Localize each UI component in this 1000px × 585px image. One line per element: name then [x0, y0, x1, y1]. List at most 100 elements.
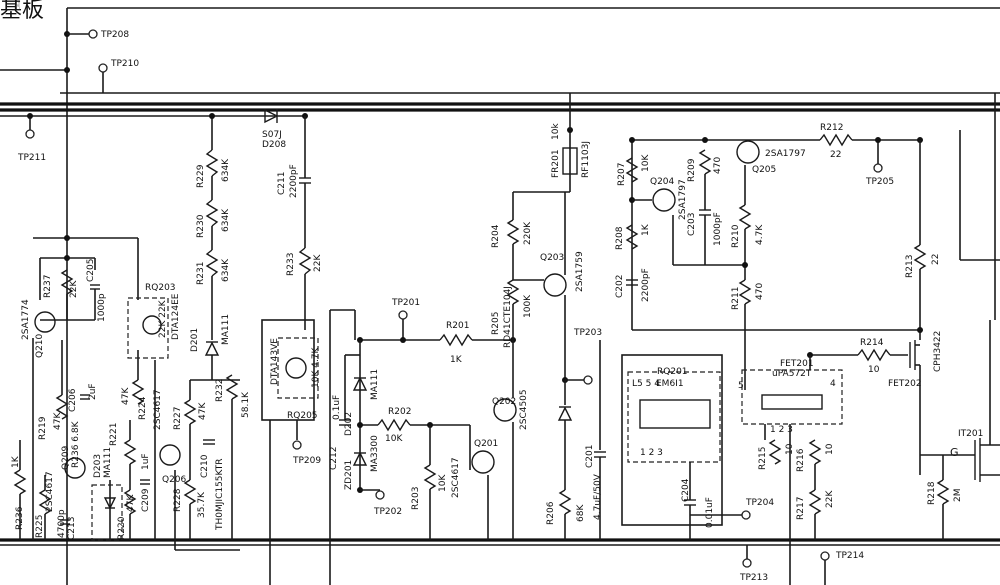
rq203-values: 22K 22K [158, 299, 168, 338]
c209-value: 1uF [141, 453, 151, 470]
tp214-point [820, 551, 830, 561]
r204-value: 220K [523, 221, 533, 245]
c210-label: C210 [200, 454, 210, 478]
fet201-type: uPA572T [772, 369, 812, 379]
r228-label: R228 [173, 488, 183, 512]
r218-value: 2M [953, 489, 963, 503]
zd202-type: MA111 [221, 314, 231, 345]
r219-value: 47K [53, 412, 63, 430]
c211-value: 2200pF [289, 164, 299, 198]
r206-value: 68K [576, 504, 586, 522]
q210-type: 2SA1774 [21, 299, 31, 340]
right-center-section: R207 10K Q204 2SA1797 R208 1K C202 2200p… [615, 123, 923, 540]
r231-value: 634K [221, 258, 231, 282]
q205-label: Q205 [752, 165, 776, 175]
r202-label: R202 [388, 407, 411, 417]
q203-label: Q203 [540, 253, 564, 263]
fet201-box [741, 369, 843, 425]
r220-label: R220 [117, 516, 127, 540]
d208-label: D208 [262, 140, 286, 150]
tp202-point [375, 490, 385, 500]
r214-value: 10 [868, 365, 880, 375]
r217-label: R217 [796, 497, 806, 520]
r214-label: R214 [860, 338, 884, 348]
c206-label: C206 [68, 388, 78, 412]
fet201-label: FET201 [780, 359, 814, 369]
r231-label: R231 [196, 262, 206, 285]
it201-gate: G [950, 446, 959, 459]
c203-label: C203 [687, 213, 697, 236]
zd202-label: D201 [190, 328, 200, 352]
tp201-point [398, 310, 408, 320]
c213-value: 4700p [57, 509, 67, 538]
r208-label: R208 [615, 226, 625, 250]
q209-type: 2SC4617 [45, 471, 55, 512]
tp208-point [88, 29, 98, 39]
tp209-label: TP209 [292, 456, 321, 466]
q201-label: Q201 [474, 439, 498, 449]
c206-value: 2uF [88, 383, 98, 400]
tp211-point [25, 129, 35, 139]
r236-label: R236 [15, 506, 25, 530]
rq203-label: RQ203 [145, 283, 176, 293]
tp213-point [742, 558, 752, 568]
rq201-label: RQ201 [657, 367, 688, 377]
r205-label: R205 [491, 312, 501, 335]
q202-label: Q202 [492, 397, 516, 407]
right-section: R213 22 FET201 uPA572T 4 5 R214 10 CPH34… [738, 244, 1000, 585]
tp204-point [741, 510, 751, 520]
c210-value: TH0MJIC155KTR [215, 459, 225, 531]
r206-label: R206 [546, 501, 556, 525]
tp209-point [292, 440, 302, 450]
r205-value: 100K [523, 294, 533, 318]
center-section: R201 1K C212 0.1uF D202 MA111 ZD201 MA33… [329, 93, 606, 540]
r204-label: R204 [491, 224, 501, 248]
tp205-point [873, 163, 883, 173]
d203-type: MA111 [103, 447, 113, 478]
rq203-box [127, 297, 169, 359]
rq205-label: RQ205 [287, 411, 318, 421]
q209-label: Q209 [61, 445, 71, 470]
tp204-label: TP204 [745, 498, 774, 508]
r233-label: R233 [286, 253, 296, 276]
c209-label: C209 [141, 488, 151, 512]
fet202-label: FET202 [888, 379, 922, 389]
tp211-label: TP211 [17, 153, 46, 163]
r237-value: 22K [69, 280, 79, 298]
c201-value: 4.7uF/50V [593, 473, 603, 520]
q205-type: 2SA1797 [765, 149, 806, 159]
r229-value: 634K [221, 158, 231, 182]
corner-title: 基板 [0, 0, 44, 22]
r216-label: R216 [796, 448, 806, 472]
d201-label: D202 [344, 412, 354, 436]
c211-label: C211 [277, 172, 287, 195]
r232-label: R232 [215, 379, 225, 402]
q203-type: 2SA1759 [575, 251, 585, 292]
r203-value: 10K [438, 474, 448, 492]
left-section: R237 22K C205 1000p 2SA1774 Q210 R219 47… [11, 235, 240, 551]
r202-value: 10K [385, 434, 403, 444]
q210-label: Q210 [35, 333, 45, 358]
r221-label: R221 [109, 423, 119, 446]
r210-label: R210 [731, 224, 741, 248]
r209-value: 470 [713, 157, 723, 174]
tp203-label: TP203 [573, 328, 602, 338]
c213-label: C213 [67, 517, 77, 540]
center-left-section: R229 634K R230 634K R231 634K D201 MA111… [173, 108, 356, 585]
r229-label: R229 [196, 164, 206, 188]
rq203-type: DTA124EE [171, 293, 181, 340]
rq205-type: DTA143VE [270, 338, 280, 385]
r211-label: R211 [731, 287, 741, 310]
r215-label: R215 [758, 447, 768, 470]
tp213-label: TP213 [739, 573, 768, 583]
r227-label: R227 [173, 407, 183, 430]
r205-type: RD41CTE104J [503, 286, 513, 348]
c212-value: 0.1uF [332, 395, 342, 420]
q204-type: 2SA1797 [678, 179, 688, 220]
fr201-value: 10k [551, 123, 561, 140]
tp202-label: TP202 [373, 507, 402, 517]
r228-value: 35.7K [197, 491, 207, 518]
r226-label: 47K [121, 387, 131, 405]
corner-text: 基板 [0, 0, 45, 23]
rq201-pins-top: L5 5 4 [632, 379, 660, 389]
